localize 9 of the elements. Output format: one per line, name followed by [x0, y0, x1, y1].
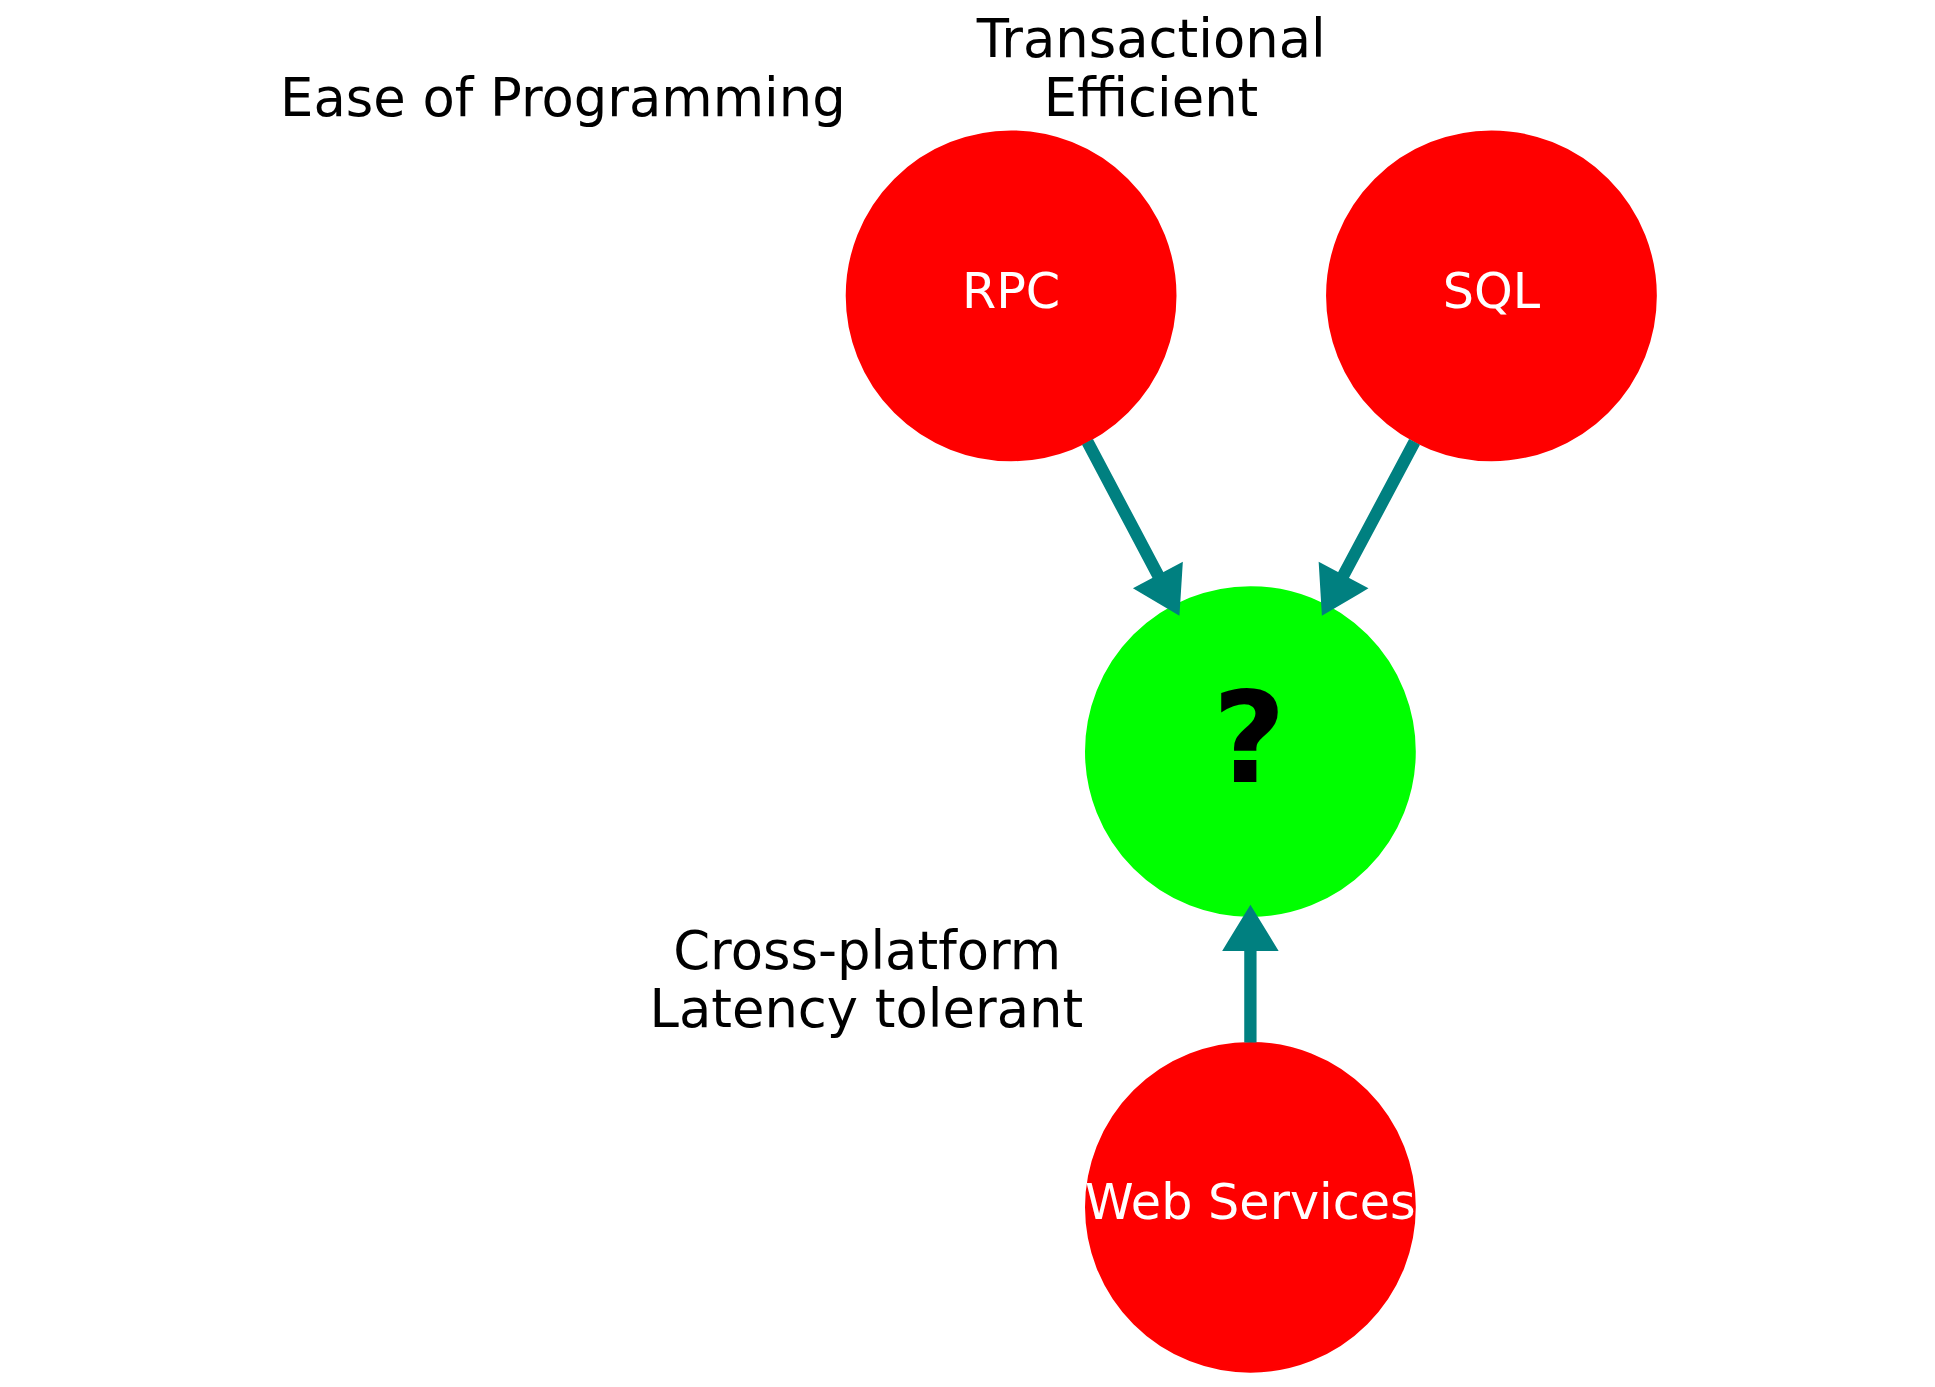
arrow	[1081, 439, 1183, 616]
arrow	[1221, 904, 1279, 1043]
node-circle: RPC	[845, 130, 1176, 462]
node-label: Cross-platform	[672, 919, 1061, 981]
node-circle: ?	[1084, 586, 1416, 917]
node-label: Ease of Programming	[279, 66, 846, 128]
node-circle: Web Services	[1084, 1041, 1416, 1373]
node-circle: SQL	[1325, 130, 1657, 462]
arrow	[1318, 439, 1420, 616]
